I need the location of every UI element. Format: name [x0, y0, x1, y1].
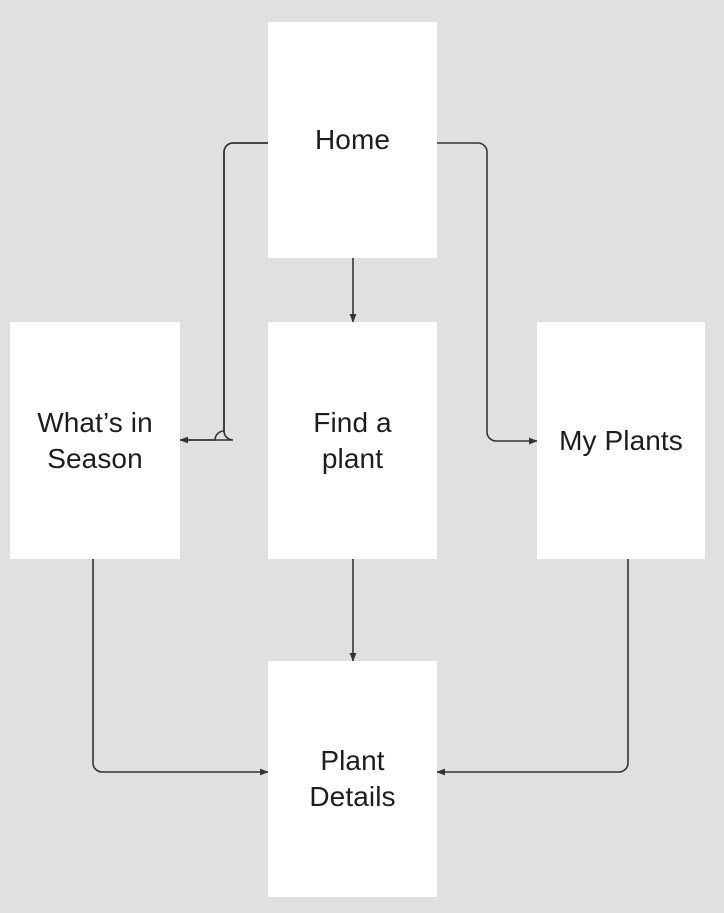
node-whats-in-season[interactable]: What’s in Season	[10, 322, 180, 559]
node-home-label: Home	[314, 124, 391, 155]
node-find-a-plant[interactable]: Find a plant	[268, 322, 437, 559]
node-my-plants[interactable]: My Plants	[537, 322, 705, 559]
edge-season-to-details	[92, 559, 269, 776]
node-find-a-plant-label: Find a plant	[313, 406, 392, 474]
node-whats-in-season-label: What’s in Season	[37, 406, 153, 474]
edge-myplants-to-details	[436, 559, 629, 776]
edge-home-to-season-stub	[180, 142, 268, 441]
edge-home-to-myplants	[437, 142, 538, 445]
node-my-plants-label: My Plants	[559, 424, 683, 456]
node-plant-details[interactable]: Plant Details	[268, 661, 437, 897]
node-plant-details-label: Plant Details	[309, 745, 396, 812]
node-home[interactable]: Home	[268, 22, 437, 258]
